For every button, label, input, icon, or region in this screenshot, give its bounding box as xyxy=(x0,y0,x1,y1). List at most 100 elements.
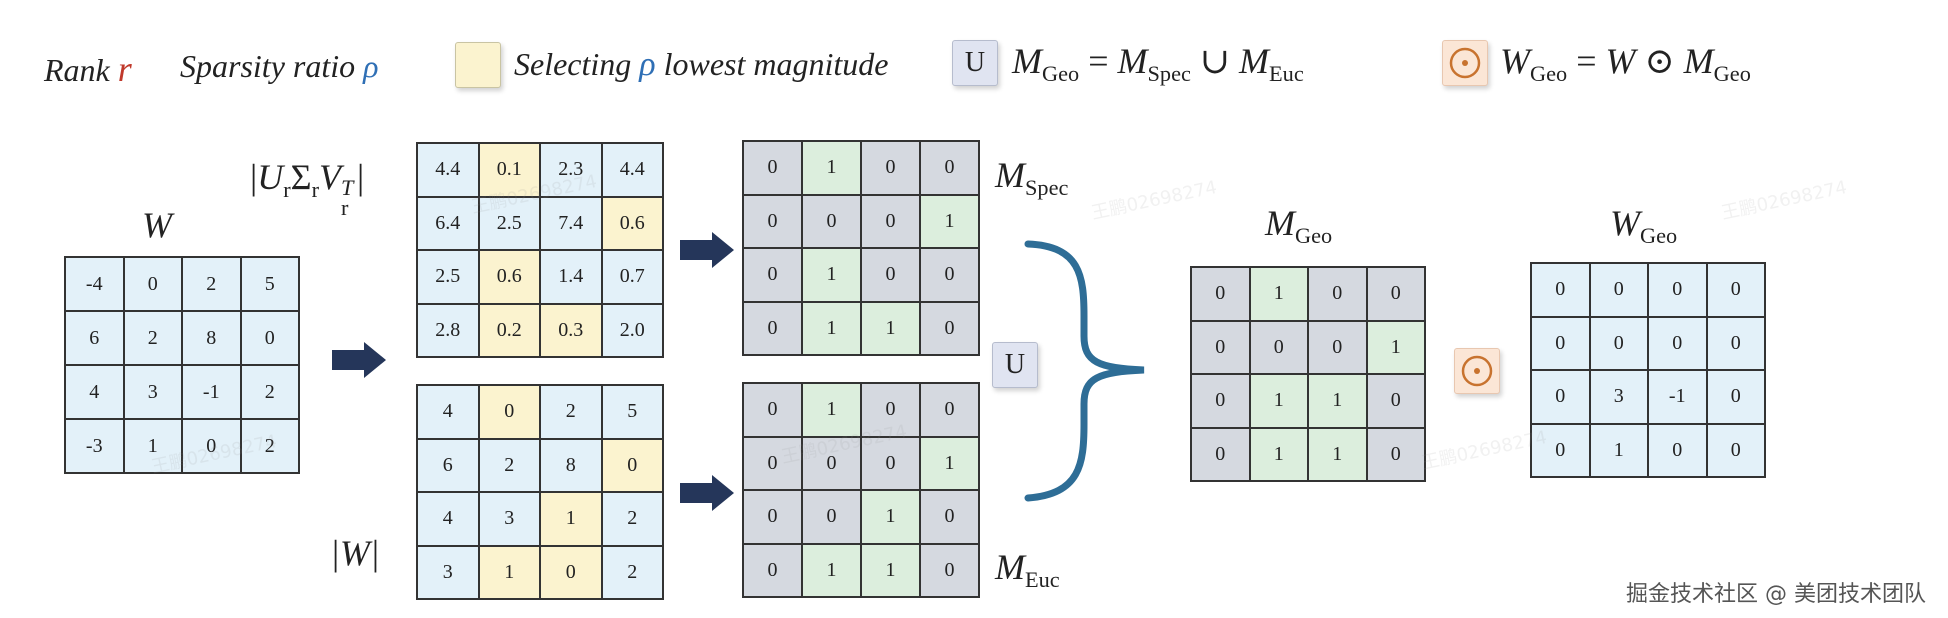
matrix-cell: 0 xyxy=(743,194,802,248)
matrix-cell: 0 xyxy=(1706,423,1765,477)
matrix-cell: 0.6 xyxy=(478,250,540,304)
matrix-cell: 1 xyxy=(1308,427,1367,481)
matrix-cell: 2 xyxy=(182,257,241,311)
matrix-cell: 0 xyxy=(1589,316,1648,370)
curly-brace-icon xyxy=(1024,240,1145,502)
matrix-cell: 0 xyxy=(920,248,979,302)
yellow-swatch xyxy=(455,42,501,88)
matrix-cell: 0 xyxy=(920,301,979,355)
selecting-symbol: ρ xyxy=(639,46,656,83)
label-absW: |W| xyxy=(330,533,380,573)
sparsity-label: Sparsity ratio xyxy=(180,48,356,84)
matrix-cell: 0 xyxy=(861,436,920,490)
matrix-cell: 7.4 xyxy=(540,196,602,250)
selecting-suffix: lowest magnitude xyxy=(663,46,889,82)
odot-glyph xyxy=(1449,47,1481,79)
matrix-cell: 1 xyxy=(1249,427,1308,481)
matrix-cell: 0 xyxy=(861,194,920,248)
eq-wgeo: W xyxy=(1500,41,1530,81)
matrix-cell: 1 xyxy=(861,301,920,355)
matrix-cell: 1 xyxy=(802,248,861,302)
matrix-cell: -1 xyxy=(182,365,241,419)
label-mgeo: MGeo xyxy=(1265,202,1332,249)
matrix-cell: 0 xyxy=(1531,423,1590,477)
matrix-cell: 8 xyxy=(540,438,602,492)
matrix-cell: 5 xyxy=(601,385,663,439)
matrix-cell: 0 xyxy=(861,141,920,195)
matrix-cell: 1 xyxy=(802,543,861,597)
arrow-right-icon xyxy=(680,475,734,511)
arrow-right-icon xyxy=(332,342,386,378)
matrix-cell: 2.0 xyxy=(601,303,663,357)
hadamard-equation: WGeo = W ⊙ MGeo xyxy=(1500,40,1751,87)
matrix-cell: 2 xyxy=(240,365,299,419)
matrix-cell: 1 xyxy=(1249,374,1308,428)
matrix-cell: -1 xyxy=(1648,370,1707,424)
label-wgeo: WGeo xyxy=(1610,202,1677,249)
union-box: U xyxy=(992,342,1038,388)
eq-w: W xyxy=(1605,41,1636,81)
matrix-cell: 2 xyxy=(540,385,602,439)
matrix-cell: 0.6 xyxy=(601,196,663,250)
matrix-cell: 0 xyxy=(861,383,920,437)
matrix-cell: 2 xyxy=(601,545,663,599)
eq-wgeo-sub: Geo xyxy=(1530,60,1568,86)
svd-sigma: Σ xyxy=(290,157,312,197)
label-meuc: MEuc xyxy=(995,546,1060,593)
matrix-cell: 0 xyxy=(802,436,861,490)
matrix-cell: 2 xyxy=(478,438,540,492)
matrix-cell: 0 xyxy=(182,419,241,473)
wgeo-main: W xyxy=(1610,203,1640,243)
matrix-cell: 3 xyxy=(478,492,540,546)
meuc-main: M xyxy=(995,547,1025,587)
eq-mgeo-2-sub: Geo xyxy=(1713,60,1751,86)
matrix-cell: 0 xyxy=(861,248,920,302)
wgeo-sub: Geo xyxy=(1640,222,1678,248)
matrix-cell: 0 xyxy=(1531,316,1590,370)
matrix-cell: 0 xyxy=(743,141,802,195)
matrix-cell: 0 xyxy=(1648,316,1707,370)
matrix-cell: 2.5 xyxy=(478,196,540,250)
odot-glyph xyxy=(1461,355,1493,387)
matrix-cell: 0 xyxy=(920,383,979,437)
matrix-cell: 6 xyxy=(417,438,479,492)
matrix-cell: 4.4 xyxy=(417,143,479,197)
matrix-cell: 0 xyxy=(1531,263,1590,317)
matrix-cell: 0 xyxy=(240,311,299,365)
matrix-cell: 0 xyxy=(1308,320,1367,374)
matrix-cell: 2.5 xyxy=(417,250,479,304)
matrix-cell: 2.3 xyxy=(540,143,602,197)
matrix-cell: 1 xyxy=(802,383,861,437)
matrix-cell: 0 xyxy=(1706,316,1765,370)
matrix-cell: 0 xyxy=(478,385,540,439)
matrix-cell: 0 xyxy=(743,248,802,302)
matrix-cell: 0 xyxy=(1366,427,1425,481)
matrix-cell: 0 xyxy=(920,141,979,195)
matrix-cell: 3 xyxy=(417,545,479,599)
matrix-cell: 0 xyxy=(1589,263,1648,317)
matrix-cell: 0.2 xyxy=(478,303,540,357)
matrix-cell: 0 xyxy=(1191,267,1250,321)
matrix-cell: 0 xyxy=(1366,374,1425,428)
matrix-cell: 0 xyxy=(743,543,802,597)
matrix-cell: 4 xyxy=(417,385,479,439)
svd-U-sub: r xyxy=(283,176,291,202)
matrix-cell: 1 xyxy=(1308,374,1367,428)
matrix-cell: 0 xyxy=(540,545,602,599)
matrix-cell: 0 xyxy=(743,436,802,490)
matrix-cell: 1 xyxy=(540,492,602,546)
eq-mgeo: M xyxy=(1012,41,1042,81)
matrix-cell: 6 xyxy=(65,311,124,365)
selecting-prefix: Selecting xyxy=(514,46,632,82)
odot-box xyxy=(1454,348,1500,394)
sparsity-symbol: ρ xyxy=(363,48,379,84)
matrix-cell: 1 xyxy=(802,141,861,195)
matrix-cell: 1 xyxy=(1366,320,1425,374)
matrix-cell: 0 xyxy=(1648,423,1707,477)
rank-label: Rank xyxy=(44,52,110,88)
matrix-cell: 0 xyxy=(123,257,182,311)
